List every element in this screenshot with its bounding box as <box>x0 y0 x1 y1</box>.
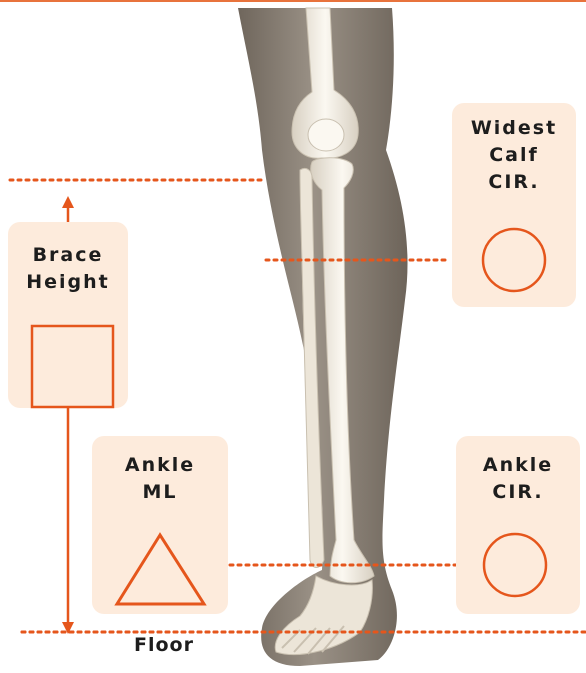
floor-label: Floor <box>134 634 194 656</box>
arrow-up-icon <box>62 196 74 208</box>
square-icon <box>32 326 113 407</box>
triangle-icon <box>117 535 204 604</box>
arrow-down-icon <box>62 622 74 634</box>
calf-circle-icon <box>483 229 545 291</box>
ankle-circle-icon <box>484 534 546 596</box>
